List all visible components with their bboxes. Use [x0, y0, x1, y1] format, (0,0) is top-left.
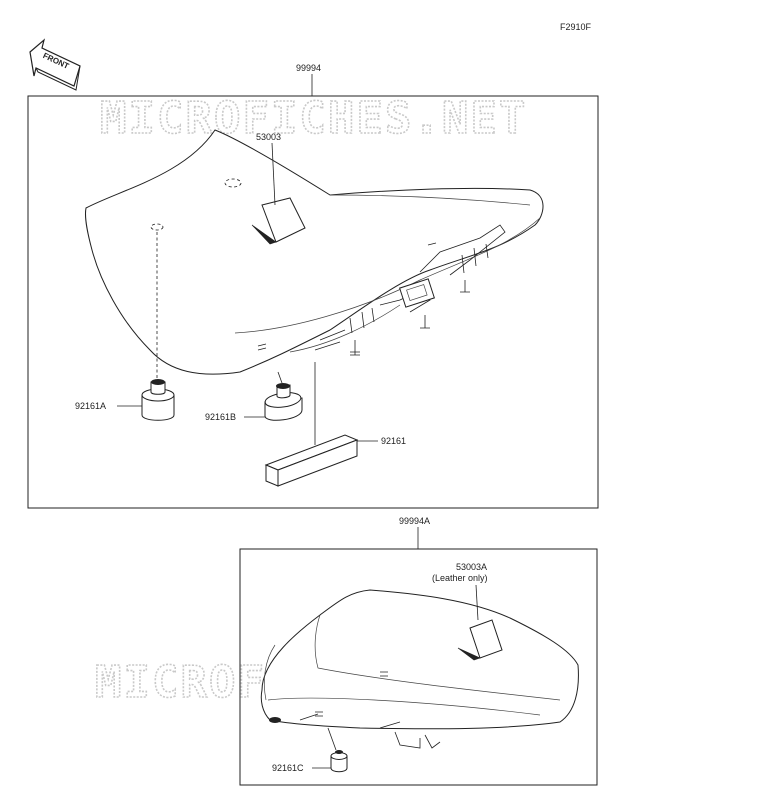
- damper-92161A: [141, 379, 175, 421]
- watermark-top: MICROFICHES.NET: [100, 93, 527, 144]
- part-label-53003: 53003: [256, 132, 281, 142]
- part-label-92161: 92161: [381, 436, 406, 446]
- front-arrow-icon: FRONT: [29, 38, 81, 91]
- part-label-99994A: 99994A: [399, 516, 430, 526]
- part-label-92161C: 92161C: [272, 763, 304, 773]
- part-label-53003A: 53003A: [456, 562, 487, 572]
- part-label-92161A: 92161A: [75, 401, 106, 411]
- part-label-92161B: 92161B: [205, 412, 236, 422]
- pillion-label-sticker: [457, 619, 503, 661]
- part-label-99994: 99994: [296, 63, 321, 73]
- main-seat-drawing: [85, 129, 544, 375]
- damper-92161B: [264, 383, 303, 421]
- assembly-box-main: [27, 95, 599, 509]
- leader-92161B-up: [277, 371, 283, 384]
- damper-92161C: [330, 750, 348, 773]
- part-label-53003A-note: (Leather only): [432, 573, 488, 583]
- pillion-seat-drawing: [260, 589, 579, 749]
- assembly-box-pillion: [239, 548, 598, 786]
- leader-92161C-up: [327, 727, 337, 751]
- leader-53003A: [475, 584, 479, 621]
- damper-92161-bar: [264, 434, 359, 487]
- figure-code: F2910F: [560, 22, 592, 32]
- leader-53003: [271, 142, 276, 206]
- seat-label-sticker: [251, 197, 306, 245]
